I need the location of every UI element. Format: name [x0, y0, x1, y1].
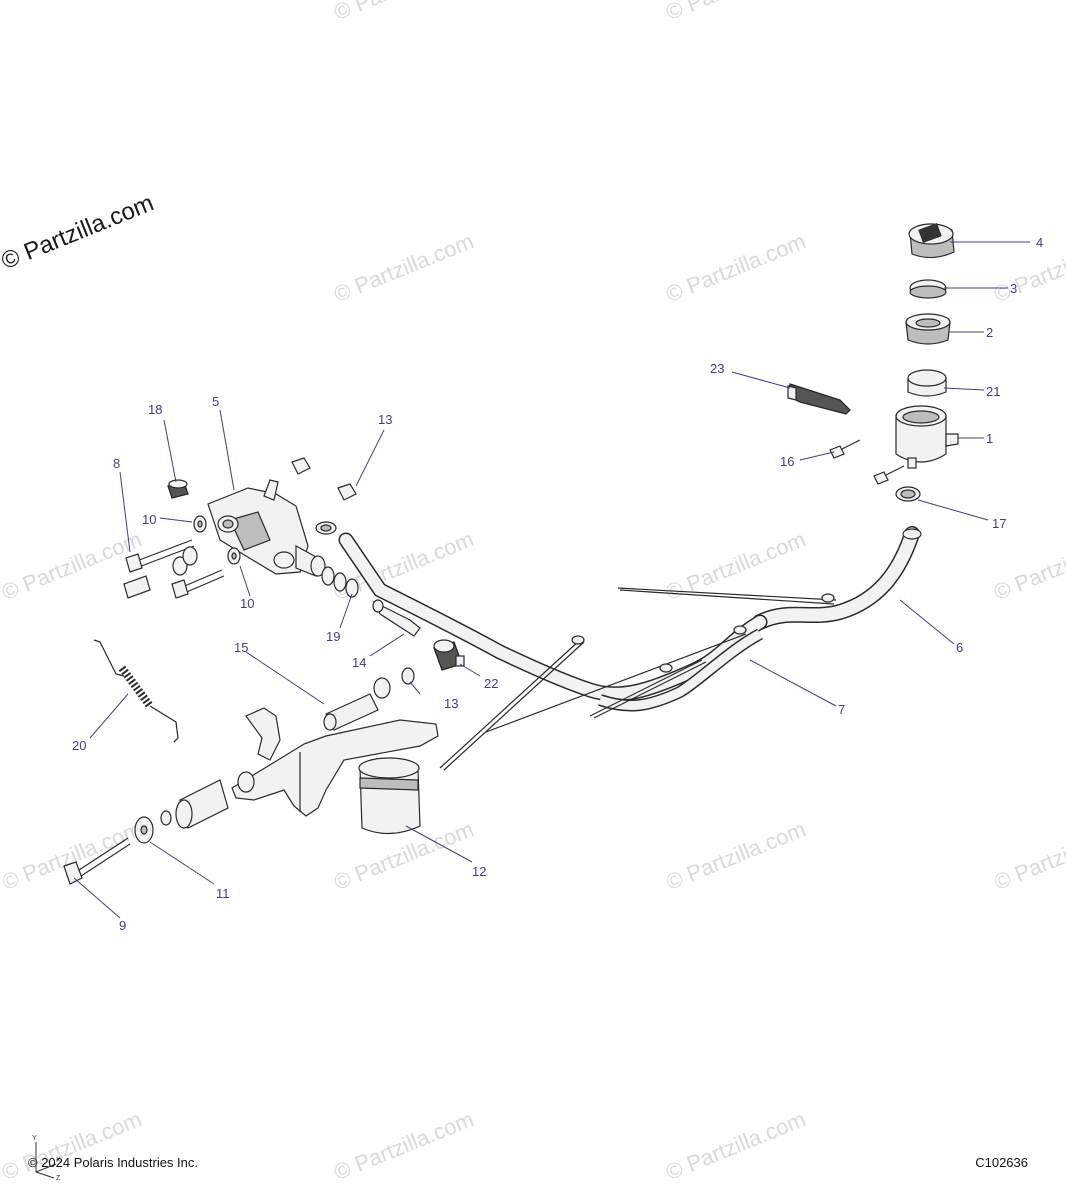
pivot-pin-part[interactable] — [323, 677, 391, 731]
reservoir-cap-part[interactable] — [908, 223, 955, 259]
pushrod-part[interactable] — [372, 599, 421, 637]
float-part[interactable] — [907, 369, 947, 397]
brake-pedal-part[interactable] — [231, 707, 439, 817]
callout-10b[interactable]: 10 — [240, 596, 254, 611]
callout-4[interactable]: 4 — [1036, 235, 1043, 250]
callout-12[interactable]: 12 — [472, 864, 486, 879]
callout-8[interactable]: 8 — [113, 456, 120, 471]
hose-clamp-part[interactable] — [895, 486, 921, 502]
nut-part-13b[interactable] — [401, 667, 415, 685]
pivot-bolt-part[interactable] — [63, 837, 131, 885]
drawing-code: C102636 — [975, 1155, 1028, 1170]
pedal-pad-part[interactable] — [358, 757, 421, 835]
bleeder-screw-part[interactable] — [167, 479, 189, 499]
callout-13a[interactable]: 13 — [378, 412, 392, 427]
callout-23[interactable]: 23 — [710, 361, 724, 376]
callout-9[interactable]: 9 — [119, 918, 126, 933]
leader-lines — [73, 241, 1030, 919]
callout-2[interactable]: 2 — [986, 325, 993, 340]
callout-13b[interactable]: 13 — [444, 696, 458, 711]
callout-15[interactable]: 15 — [234, 640, 248, 655]
nut-part-13[interactable] — [291, 457, 357, 501]
diaphragm-part[interactable] — [909, 279, 947, 299]
cable-tie-lines — [439, 587, 837, 771]
callout-1[interactable]: 1 — [986, 431, 993, 446]
callout-20[interactable]: 20 — [72, 738, 86, 753]
callout-5[interactable]: 5 — [212, 394, 219, 409]
bolt-part-16[interactable] — [829, 439, 861, 459]
axis-triad-icon: Y X Z — [32, 1135, 61, 1182]
washer-part-10[interactable] — [193, 515, 241, 565]
copyright-text: © 2024 Polaris Industries Inc. — [28, 1155, 198, 1170]
callout-10a[interactable]: 10 — [142, 512, 156, 527]
o-ring-part-19[interactable] — [321, 566, 359, 598]
callout-11[interactable]: 11 — [216, 886, 230, 901]
callout-16[interactable]: 16 — [780, 454, 794, 469]
diaphragm-plate-part[interactable] — [905, 313, 951, 345]
bracket-tab-part[interactable] — [787, 383, 851, 415]
adapter-part[interactable] — [433, 639, 465, 671]
reservoir-hose-part[interactable] — [752, 526, 922, 630]
callout-3[interactable]: 3 — [1010, 281, 1017, 296]
callout-14[interactable]: 14 — [352, 655, 366, 670]
brake-line-part[interactable] — [338, 532, 768, 712]
master-cylinder-part[interactable] — [207, 479, 326, 577]
callout-19[interactable]: 19 — [326, 629, 340, 644]
callout-22[interactable]: 22 — [484, 676, 498, 691]
svg-text:X: X — [56, 1157, 61, 1164]
callout-17[interactable]: 17 — [992, 516, 1006, 531]
svg-text:Z: Z — [56, 1175, 61, 1182]
callout-21[interactable]: 21 — [986, 384, 1000, 399]
svg-text:Y: Y — [32, 1135, 37, 1142]
callout-7[interactable]: 7 — [838, 702, 845, 717]
callout-6[interactable]: 6 — [956, 640, 963, 655]
washer-stack — [172, 546, 198, 576]
reservoir-part[interactable] — [895, 405, 959, 469]
callout-18[interactable]: 18 — [148, 402, 162, 417]
pedal-bushing-part[interactable] — [175, 779, 229, 829]
washer-part-11[interactable] — [134, 810, 172, 844]
return-spring-part[interactable] — [93, 639, 179, 743]
bolt-part-16b[interactable] — [873, 465, 905, 485]
mc-hose-clamp[interactable] — [315, 521, 337, 535]
bolt-part-8[interactable] — [123, 539, 225, 599]
